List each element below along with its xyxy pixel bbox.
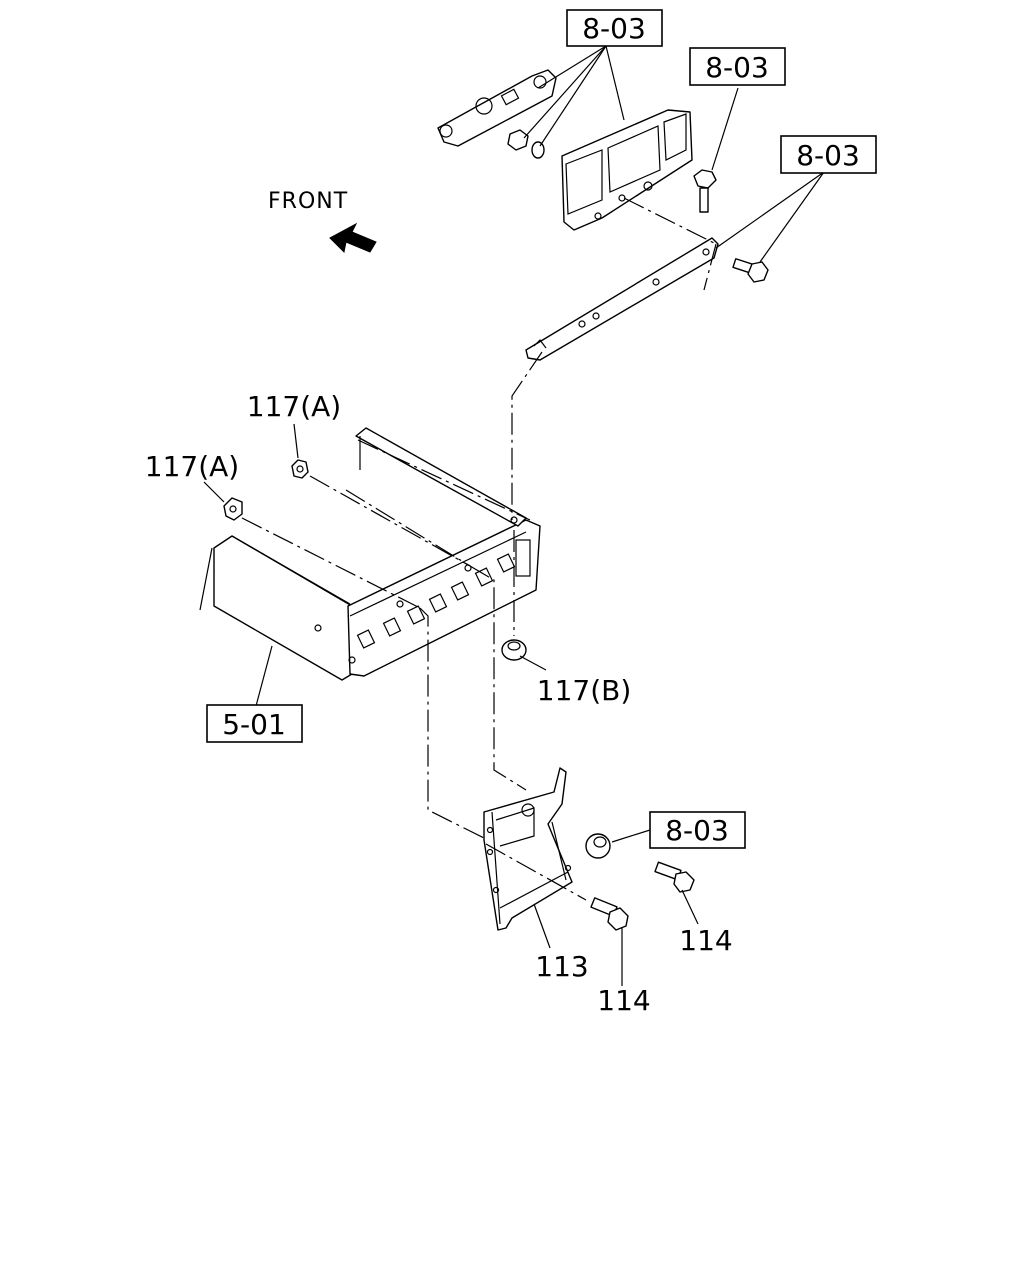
- front-direction-indicator: FRONT: [268, 189, 377, 254]
- callout-bolt-ref: 8-03: [689, 47, 786, 86]
- flange-nut-a-lower: [223, 497, 243, 521]
- leader-lines: [203, 45, 825, 986]
- cross-member-frame: [199, 427, 541, 681]
- front-label: FRONT: [268, 189, 348, 214]
- arrow-upper-left-icon: [329, 222, 377, 254]
- hex-bolt-right: [732, 258, 769, 283]
- label-117a-upper: 117(A): [247, 390, 341, 423]
- label-117b: 117(B): [537, 674, 632, 707]
- label-113: 113: [535, 950, 588, 983]
- callout-bolt-ref-text: 8-03: [705, 51, 769, 84]
- callout-bracket-ref: 8-03: [780, 135, 877, 174]
- callout-bracket-ref-text: 8-03: [796, 139, 860, 172]
- flange-nut-a-upper: [291, 459, 309, 479]
- callout-frame-ref-text: 5-01: [222, 708, 286, 741]
- top-plate-assembly: [437, 69, 693, 231]
- hex-bolt-vertical: [693, 169, 717, 213]
- support-bracket: [483, 767, 573, 931]
- callout-clip-ref-text: 8-03: [665, 814, 729, 847]
- label-114-lower: 114: [597, 984, 650, 1017]
- bolt-114-right: [654, 861, 695, 893]
- callout-top-ref-text: 8-03: [582, 12, 646, 45]
- assembly-centerlines: [241, 197, 717, 901]
- label-114-right: 114: [679, 924, 732, 957]
- callout-clip-ref: 8-03: [649, 811, 746, 849]
- callout-frame-ref: 5-01: [206, 704, 303, 743]
- flange-nut-b: [501, 639, 527, 661]
- callout-top-ref: 8-03: [566, 9, 663, 47]
- angle-bracket-strip: [525, 237, 719, 361]
- label-117a-lower: 117(A): [145, 450, 239, 483]
- bolt-114-lower: [590, 897, 629, 931]
- clip-grommet: [585, 833, 611, 859]
